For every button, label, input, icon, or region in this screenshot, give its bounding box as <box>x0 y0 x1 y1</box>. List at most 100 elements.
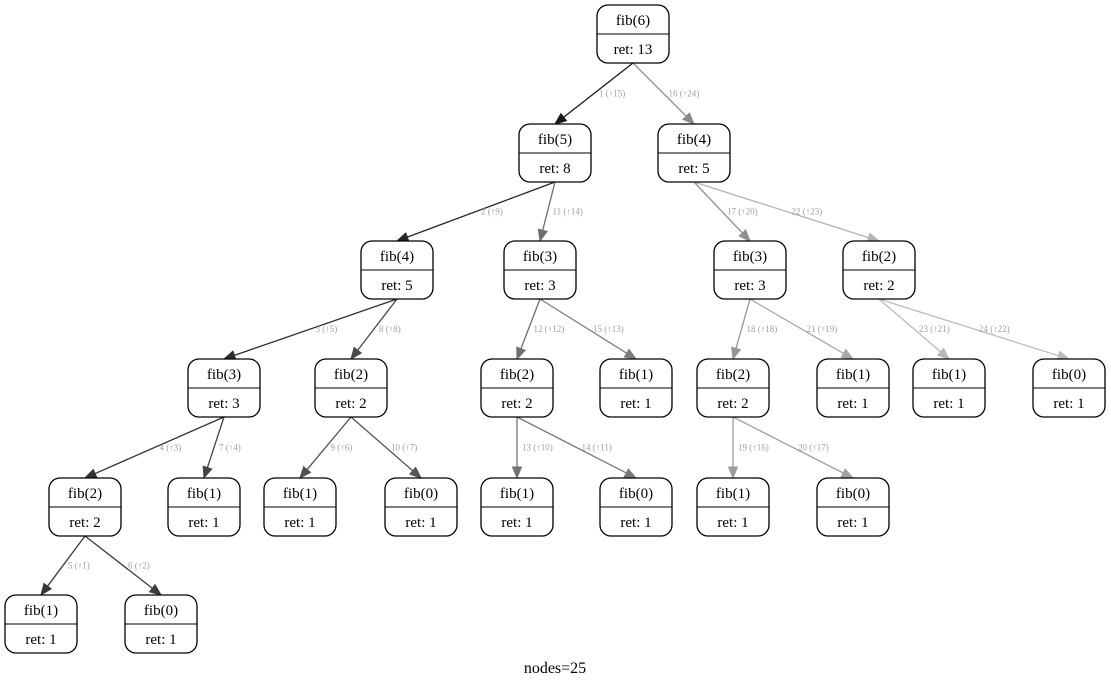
call-node: fib(0) ret: 1 <box>1032 358 1106 418</box>
node-count-caption: nodes=25 <box>524 660 586 677</box>
call-node: fib(0)ret: 1 <box>124 594 198 654</box>
node-call-label: fib(2) <box>862 249 896 265</box>
edge-line <box>542 181 556 231</box>
node-call-label: fib(3) <box>733 249 767 265</box>
arrowhead-icon <box>936 347 951 360</box>
node-call-label: fib(6) <box>616 13 650 29</box>
node-call-label: fib(2) <box>500 367 534 383</box>
edge-line <box>350 416 414 472</box>
call-node: fib(3)ret: 3 <box>503 240 577 300</box>
call-edge: 6 (↑2) <box>84 535 163 596</box>
node-return-label: ret: 3 <box>524 278 555 294</box>
edge-label: 11 (↑14) <box>553 207 583 217</box>
node-return-label: ret: 1 <box>1053 396 1084 412</box>
node-call-label: fib(1) <box>187 486 221 502</box>
node-return-label: ret: 1 <box>501 515 532 531</box>
call-edge: 9 (↑6) <box>299 416 352 480</box>
edge-line <box>693 181 743 234</box>
edge-label: 19 (↑16) <box>738 443 769 453</box>
node-call-label: fib(5) <box>538 132 572 148</box>
call-edge: 19 (↑16) <box>727 417 769 480</box>
edge-label: 18 (↑18) <box>747 324 778 334</box>
edge-label: 4 (↑3) <box>160 443 182 453</box>
call-node: fib(2)ret: 2 <box>842 240 916 300</box>
node-return-label: ret: 3 <box>208 396 239 412</box>
edge-line <box>357 298 398 351</box>
node-call-label: fib(3) <box>207 367 241 383</box>
node-return-label: ret: 3 <box>734 278 765 294</box>
node-call-label: fib(0) <box>144 603 178 619</box>
call-node: fib(3) ret: 3 <box>187 358 261 418</box>
edge-line <box>206 416 225 468</box>
edge-label: 22 (↑23) <box>792 207 823 217</box>
edge-label: 10 (↑7) <box>391 443 417 453</box>
node-call-label: fib(4) <box>380 249 414 265</box>
arrowhead-icon <box>511 466 523 480</box>
call-node: fib(2) ret: 2 <box>480 358 554 418</box>
node-call-label: fib(2) <box>68 486 102 502</box>
node-call-label: fib(1) <box>619 367 653 383</box>
call-node: fib(5) ret: 8 <box>518 123 592 183</box>
edge-line <box>520 298 541 349</box>
arrowhead-icon <box>516 346 527 361</box>
edge-line <box>306 416 352 470</box>
call-node: fib(1) ret: 1 <box>912 358 986 418</box>
node-return-label: ret: 1 <box>188 515 219 531</box>
node-return-label: ret: 2 <box>69 515 100 531</box>
node-call-label: fib(4) <box>677 132 711 148</box>
edge-line <box>693 181 869 239</box>
node-return-label: ret: 2 <box>501 396 532 412</box>
edge-label: 1 (↑15) <box>599 89 625 99</box>
call-node: fib(1) ret: 1 <box>599 358 673 418</box>
edge-label: 3 (↑5) <box>316 324 338 334</box>
call-node: fib(4)ret: 5 <box>360 240 434 300</box>
node-call-label: fib(1) <box>932 367 966 383</box>
node-return-label: ret: 1 <box>837 396 868 412</box>
arrowhead-icon <box>682 112 695 125</box>
arrowhead-icon <box>40 582 53 597</box>
call-node: fib(0)ret: 1 <box>384 477 458 537</box>
edge-label: 13 (↑10) <box>522 443 553 453</box>
call-edge: 15 (↑13) <box>539 298 638 360</box>
node-call-label: fib(0) <box>1052 367 1086 383</box>
call-edge: 7 (↑4) <box>202 416 241 480</box>
call-node: fib(1) ret: 1 <box>480 477 554 537</box>
edge-line <box>749 298 844 355</box>
edge-line <box>94 416 225 475</box>
node-return-label: ret: 2 <box>717 396 748 412</box>
call-edge: 17 (↑20) <box>693 181 758 242</box>
arrowhead-icon <box>408 466 422 479</box>
edge-label: 6 (↑2) <box>128 561 150 571</box>
arrowhead-icon <box>840 348 855 360</box>
call-node: fib(0)ret: 1 <box>816 477 890 537</box>
call-node: fib(1)ret: 1 <box>263 477 337 537</box>
call-node: fib(1)ret: 1 <box>4 594 78 654</box>
node-return-label: ret: 1 <box>620 396 651 412</box>
node-return-label: ret: 8 <box>539 161 570 177</box>
call-edge: 20 (↑17) <box>732 416 855 479</box>
edge-line <box>47 535 86 587</box>
call-edge: 8 (↑8) <box>350 298 401 361</box>
node-call-label: fib(1) <box>283 486 317 502</box>
node-return-label: ret: 1 <box>620 515 651 531</box>
call-node: fib(1)ret: 1 <box>696 477 770 537</box>
edge-label: 16 (↑24) <box>669 89 700 99</box>
call-node: fib(2)ret: 2 <box>696 358 770 418</box>
node-call-label: fib(1) <box>500 486 534 502</box>
edge-label: 17 (↑20) <box>727 207 758 217</box>
node-return-label: ret: 13 <box>614 42 653 58</box>
arrowhead-icon <box>553 112 568 125</box>
arrowhead-icon <box>623 468 638 479</box>
edge-line <box>407 181 556 238</box>
edge-line <box>878 298 942 353</box>
call-edge: 5 (↑1) <box>40 535 90 597</box>
node-return-label: ret: 1 <box>405 515 436 531</box>
call-edge: 16 (↑24) <box>632 62 700 125</box>
call-node: fib(6) ret: 13 <box>596 4 670 64</box>
edge-label: 21 (↑19) <box>807 324 838 334</box>
call-edge: 11 (↑14) <box>537 181 583 243</box>
edge-label: 8 (↑8) <box>379 324 401 334</box>
call-edge: 24 (↑22) <box>878 298 1071 361</box>
node-return-label: ret: 1 <box>933 396 964 412</box>
edge-line <box>539 298 628 354</box>
